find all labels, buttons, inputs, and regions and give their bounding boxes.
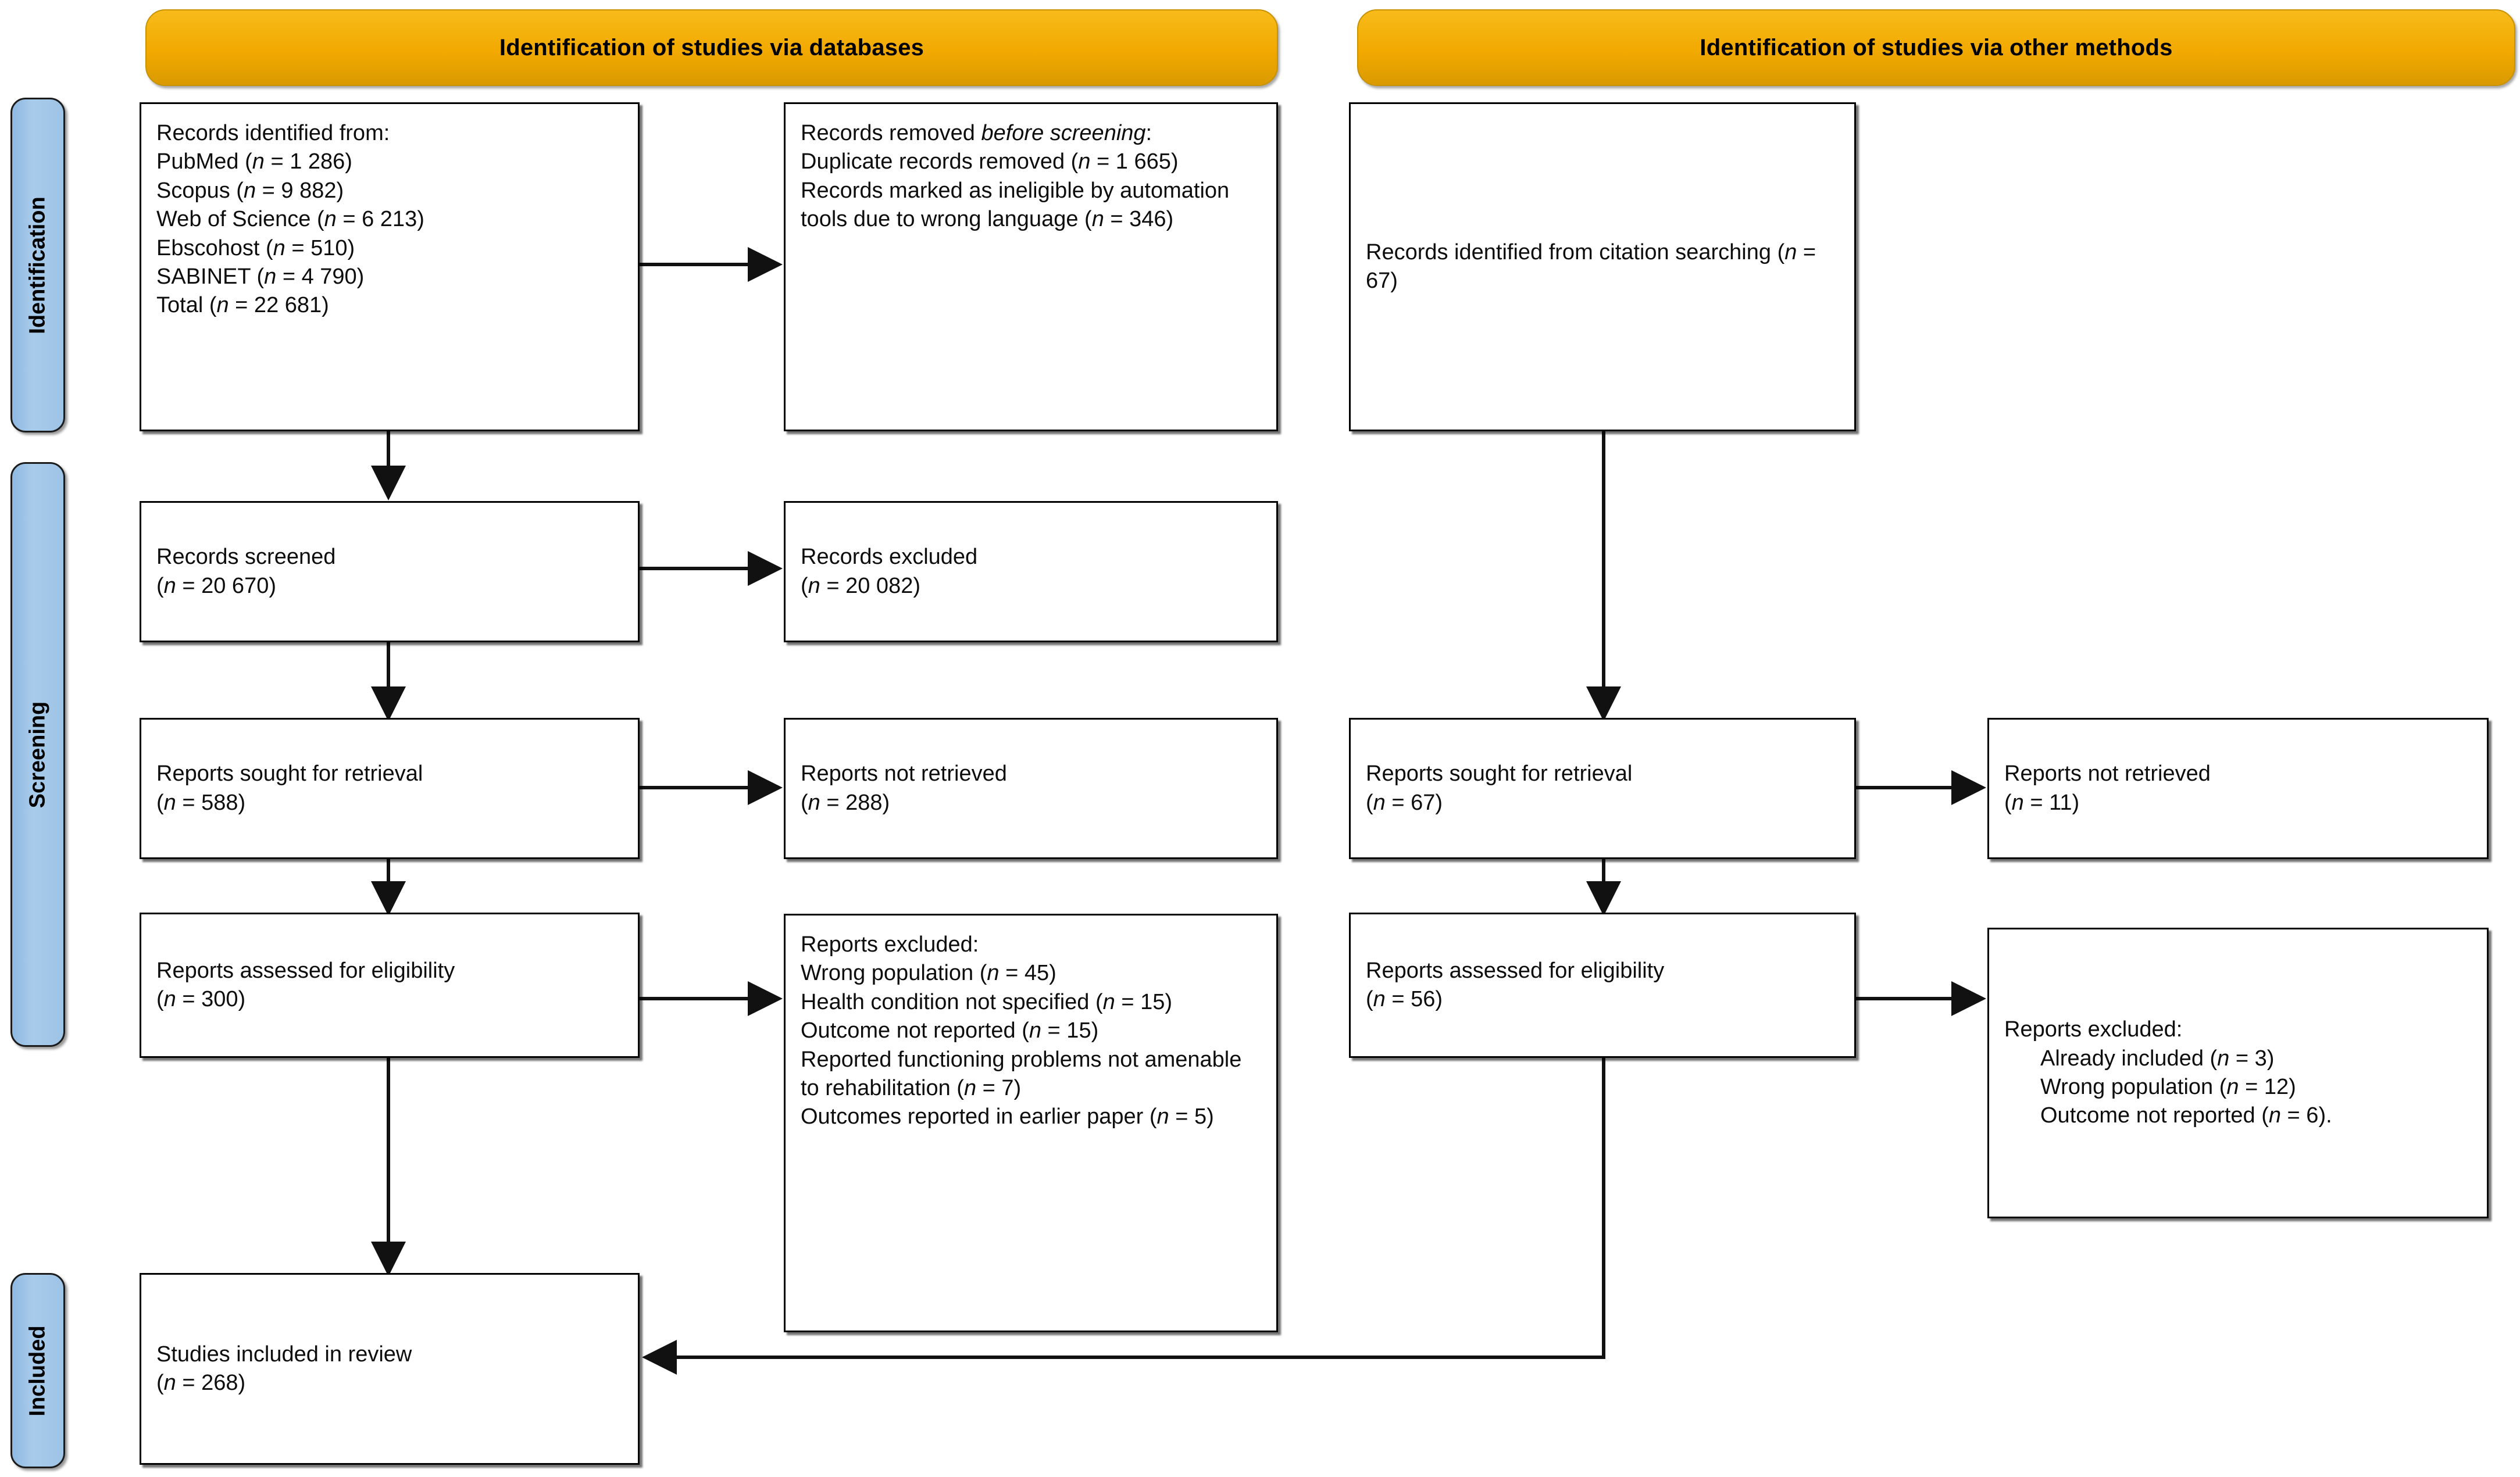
reports-sought-other-text: Reports sought for retrieval (n = 67) xyxy=(1366,761,1633,815)
reports-assessed-text: Reports assessed for eligibility (n = 30… xyxy=(156,958,455,1011)
box-reports-not-retrieved: Reports not retrieved (n = 288) xyxy=(784,718,1278,859)
box-reports-sought: Reports sought for retrieval (n = 588) xyxy=(140,718,640,859)
stage-identification-label: Identification xyxy=(25,196,50,334)
records-identified-citation-text: Records identified from citation searchi… xyxy=(1366,239,1822,293)
reports-excluded-other-text: Reports excluded: Already included (n = … xyxy=(2004,1017,2332,1128)
box-records-identified-citation: Records identified from citation searchi… xyxy=(1349,102,1856,431)
box-records-excluded: Records excluded (n = 20 082) xyxy=(784,501,1278,642)
records-screened-text: Records screened (n = 20 670) xyxy=(156,545,336,598)
header-databases: Identification of studies via databases xyxy=(145,9,1278,86)
box-studies-included: Studies included in review (n = 268) xyxy=(140,1273,640,1465)
box-reports-excluded-other: Reports excluded: Already included (n = … xyxy=(1987,928,2489,1218)
stage-identification: Identification xyxy=(10,98,65,432)
box-records-removed: Records removed before screening: Duplic… xyxy=(784,102,1278,431)
box-records-identified: Records identified from: PubMed (n = 1 2… xyxy=(140,102,640,431)
header-databases-label: Identification of studies via databases xyxy=(499,34,925,60)
box-reports-assessed-other: Reports assessed for eligibility (n = 56… xyxy=(1349,913,1856,1058)
box-reports-sought-other: Reports sought for retrieval (n = 67) xyxy=(1349,718,1856,859)
box-reports-not-retrieved-other: Reports not retrieved (n = 11) xyxy=(1987,718,2489,859)
studies-included-text: Studies included in review (n = 268) xyxy=(156,1342,412,1395)
header-other-methods: Identification of studies via other meth… xyxy=(1357,9,2515,86)
stage-included-label: Included xyxy=(25,1325,50,1417)
reports-excluded-databases-text: Reports excluded: Wrong population (n = … xyxy=(801,932,1242,1129)
reports-assessed-other-text: Reports assessed for eligibility (n = 56… xyxy=(1366,958,1665,1011)
header-other-methods-label: Identification of studies via other meth… xyxy=(1700,34,2173,60)
stage-screening: Screening xyxy=(10,462,65,1047)
reports-not-retrieved-other-text: Reports not retrieved (n = 11) xyxy=(2004,761,2211,815)
box-reports-assessed: Reports assessed for eligibility (n = 30… xyxy=(140,913,640,1058)
reports-sought-text: Reports sought for retrieval (n = 588) xyxy=(156,761,423,815)
stage-included: Included xyxy=(10,1273,65,1468)
box-records-screened: Records screened (n = 20 670) xyxy=(140,501,640,642)
records-excluded-text: Records excluded (n = 20 082) xyxy=(801,545,978,598)
records-identified-text: Records identified from: PubMed (n = 1 2… xyxy=(156,121,424,318)
box-reports-excluded-databases: Reports excluded: Wrong population (n = … xyxy=(784,914,1278,1332)
stage-screening-label: Screening xyxy=(25,701,50,808)
records-removed-text: Records removed before screening: Duplic… xyxy=(801,121,1230,232)
reports-not-retrieved-text: Reports not retrieved (n = 288) xyxy=(801,761,1007,815)
